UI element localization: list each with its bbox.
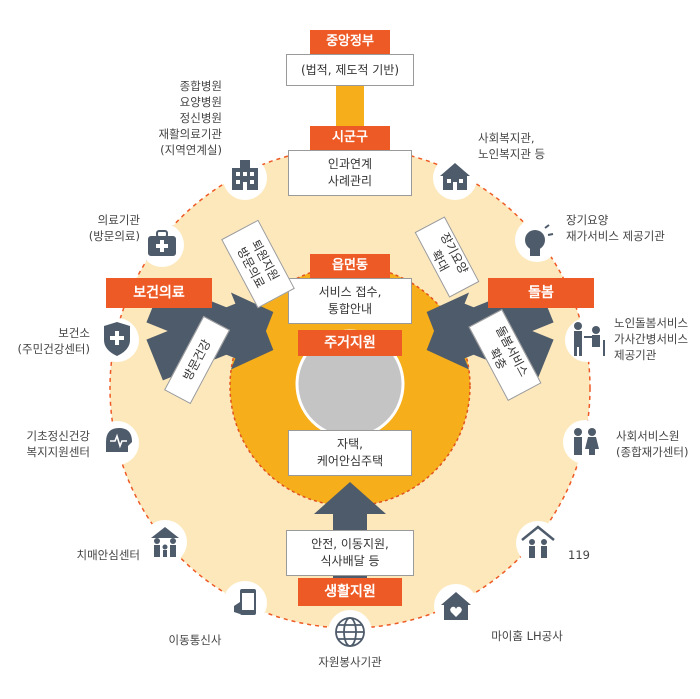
resource-mental-label: 기초정신건강 복지지원센터 [26,429,90,459]
sigungu-title: 시군구 [310,126,390,150]
heart-house-icon [441,592,471,620]
resource-ltc-label: 장기요양 재가서비스 제공기관 [566,213,665,243]
elder-head-icon [525,224,554,256]
housing-desc: 자택, 케어안심주택 [288,430,412,476]
resource-public-health-label: 보건소 (주민건강센터) [17,326,90,356]
resource-emergency-label: 119 [568,548,590,562]
globe-icon [335,617,365,647]
resource-lh-label: 마이홈 LH공사 [491,629,563,643]
resource-social-service-label: 사회서비스원 (종합재가센터) [616,429,689,459]
living-desc: 안전, 이동지원, 식사배달 등 [286,530,414,576]
resource-welfare-label: 사회복지관, 노인복지관 등 [478,131,546,161]
living-title: 생활지원 [298,578,402,606]
resource-dementia-label: 치매안심센터 [76,548,140,562]
building-icon [232,160,258,190]
resource-hospitals-label: 종합병원 요양병원 정신병원 재활의료기관 (지역연계실) [158,79,222,157]
health-title: 보건의료 [106,278,212,308]
sigungu-desc: 인과연계 사례관리 [288,150,412,196]
medical-kit-icon [148,230,176,256]
eupmyeondong-title: 읍면동 [310,254,390,278]
central-gov-desc: (법적, 제도적 기반) [286,54,414,86]
central-gov-title: 중앙정부 [310,30,390,54]
care-title: 돌봄 [488,278,594,308]
resource-volunteer-label: 자원봉사기관 [318,655,382,669]
housing-title: 주거지원 [298,330,402,356]
phone-icon [234,589,256,615]
resource-medical-label: 의료기관 (방문의료) [88,213,140,243]
resource-elder-care-label: 노인돌봄서비스 가사간병서비스 제공기관 [614,316,689,362]
caregiver-icon [574,322,605,356]
brain-head-icon [106,428,132,452]
resource-telecom-label: 이동통신사 [168,633,222,647]
house-icon [440,163,470,190]
family-icon [151,527,179,557]
shield-cross-icon [104,322,130,356]
elders-home-icon [521,525,555,558]
people-icon [574,428,599,455]
eupmyeondong-desc: 서비스 접수, 통합안내 [288,278,412,324]
